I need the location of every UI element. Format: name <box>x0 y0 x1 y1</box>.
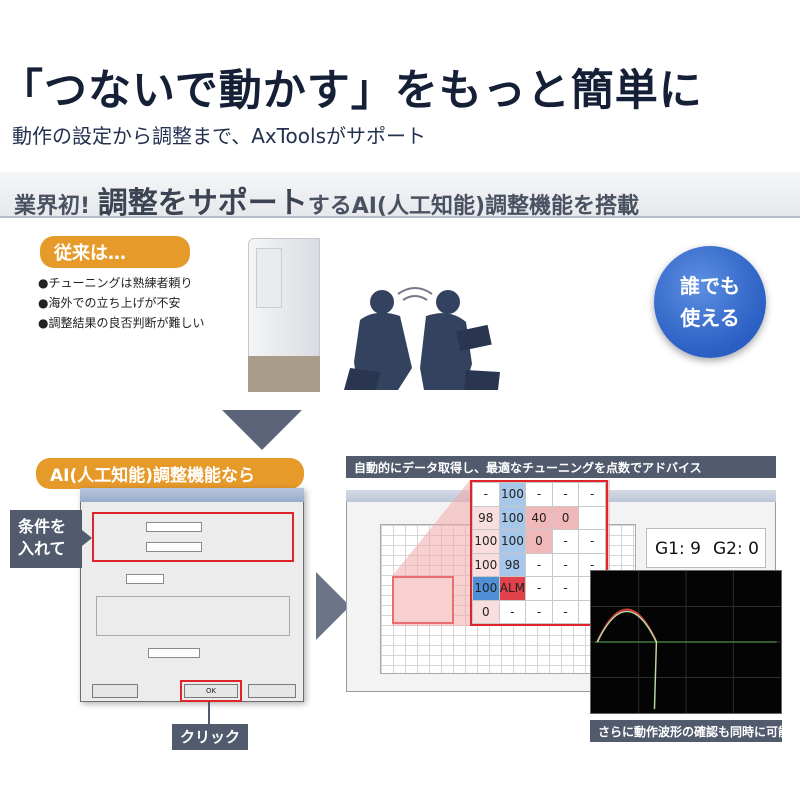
headline: 「つないで動かす」をもっと簡単に <box>0 66 703 116</box>
ai-tuning-label: AI(人工知能)調整機能なら <box>36 458 304 489</box>
score-cell: 0 <box>551 505 580 530</box>
score-cell: - <box>525 599 553 624</box>
worried-workers-illustration <box>344 287 500 390</box>
motion-waveform-display <box>590 570 782 714</box>
machine-panel <box>256 248 282 308</box>
condition-input-highlight <box>92 512 294 562</box>
badge-line-1: 誰でも <box>680 274 740 298</box>
waveform-caption: さらに動作波形の確認も同時に可能 <box>590 720 790 742</box>
before-bullet-2: ●海外での立ち上げが不安 <box>38 296 181 310</box>
before-label: 従来は… <box>40 236 190 268</box>
band-suffix: するAI(人工知能)調整機能を搭載 <box>307 194 640 219</box>
band-emphasis: 調整をサポート <box>97 186 308 221</box>
condition-field-1[interactable] <box>146 522 202 532</box>
score-cell: 100 <box>472 576 500 601</box>
score-cell: - <box>525 482 553 507</box>
callout-line-2: 入れて <box>18 539 66 558</box>
program-number-field[interactable] <box>126 574 164 584</box>
right-arrow-icon <box>316 572 350 640</box>
score-cell: 100 <box>498 505 527 530</box>
score-cell: 98 <box>498 552 527 577</box>
score-cell: - <box>472 482 500 507</box>
score-cell: - <box>551 482 580 507</box>
score-cell: - <box>578 529 606 554</box>
click-connector <box>208 702 210 724</box>
score-cell: 98 <box>472 505 500 530</box>
score-cell: 100 <box>472 552 500 577</box>
before-bullet-3: ●調整結果の良否判断が難しい <box>38 316 205 330</box>
down-arrow-icon <box>222 410 302 450</box>
cancel-button[interactable] <box>248 684 296 698</box>
ok-button-highlight <box>180 680 242 702</box>
auto-advice-caption: 自動的にデータ取得し、最適なチューニングを点数でアドバイス <box>346 456 776 478</box>
score-cell: - <box>551 552 580 577</box>
score-cell: - <box>551 529 580 554</box>
tuning-score-table: - 100 - - - 98 100 40 0 100 100 0 - - 10… <box>472 482 606 624</box>
dialog-info-group <box>96 596 290 636</box>
gain-1-label: G1: 9 <box>655 539 701 559</box>
callout-pointer-icon <box>82 530 92 546</box>
callout-line-1: 条件を <box>18 517 67 536</box>
alarm-cell: ALM <box>498 576 527 601</box>
score-cell: - <box>578 482 606 507</box>
ok-button[interactable]: OK <box>184 684 238 698</box>
score-cell: - <box>551 599 580 624</box>
badge-line-2: 使える <box>680 306 740 330</box>
tuning-score-zoom: - 100 - - - 98 100 40 0 100 100 0 - - 10… <box>470 480 608 626</box>
score-cell: 0 <box>472 599 500 624</box>
score-cell: 100 <box>498 529 527 554</box>
score-cell: - <box>551 576 580 601</box>
band-prefix: 業界初! <box>14 194 98 219</box>
score-cell: - <box>525 576 553 601</box>
enter-conditions-callout: 条件を 入れて <box>10 510 82 568</box>
detail-settings-button[interactable] <box>92 684 138 698</box>
before-bullet-1: ●チューニングは熟練者頼り <box>38 276 193 290</box>
gain-2-label: G2: 0 <box>713 539 759 559</box>
score-cell: 40 <box>525 505 553 530</box>
score-cell: 100 <box>472 529 500 554</box>
optimal-gain-box: G1: 9 G2: 0 <box>646 528 766 568</box>
score-cell: 100 <box>498 482 527 507</box>
click-callout: クリック <box>172 724 248 750</box>
feature-band <box>0 172 800 218</box>
score-cell: - <box>525 552 553 577</box>
waveform-select[interactable] <box>148 648 200 658</box>
subheadline: 動作の設定から調整まで、AxToolsがサポート <box>12 124 426 148</box>
condition-field-2[interactable] <box>146 542 202 552</box>
anyone-can-use-badge: 誰でも 使える <box>654 246 766 358</box>
score-cell: 0 <box>525 529 553 554</box>
dialog-titlebar <box>80 488 304 502</box>
score-cell <box>578 505 606 530</box>
machine-base <box>248 356 320 392</box>
feature-band-text: 業界初! 調整をサポートするAI(人工知能)調整機能を搭載 <box>14 178 639 222</box>
score-cell: - <box>498 599 527 624</box>
